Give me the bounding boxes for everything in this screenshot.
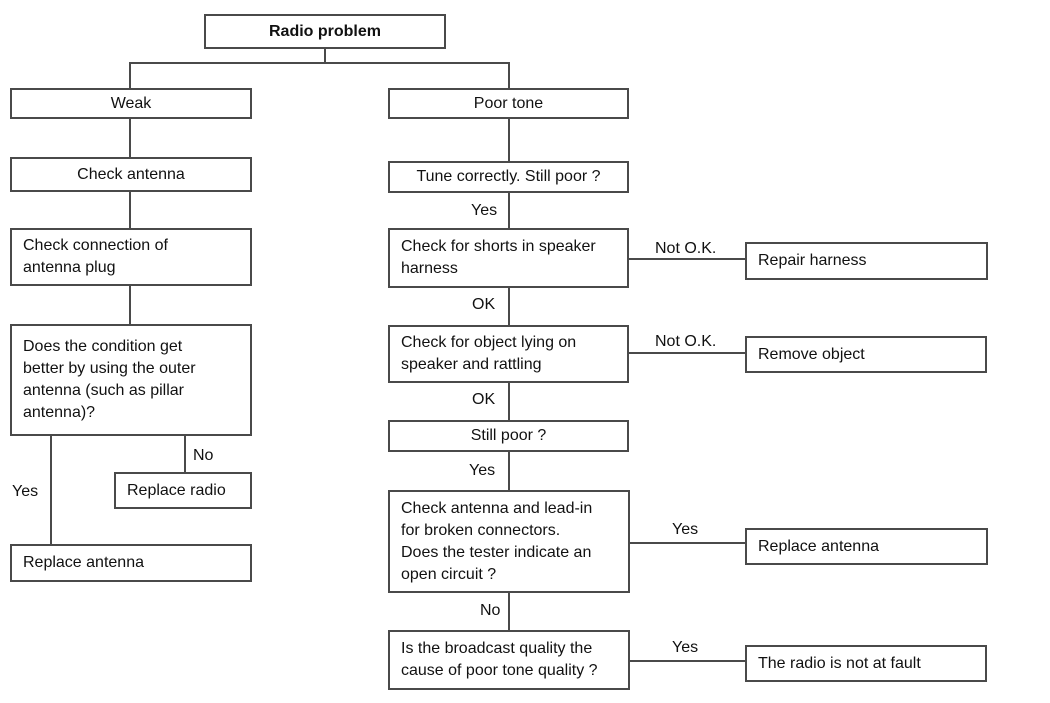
connector-check-antenna-connection [129,191,131,228]
connector-branch-poor-tone [508,62,510,88]
node-check-shorts: Check for shorts in speaker harness [388,228,629,288]
connector-leadin-yes [628,542,745,544]
node-check-leadin: Check antenna and lead-in for broken con… [388,490,630,593]
node-check-antenna: Check antenna [10,157,252,192]
connector-poortone-tune [508,118,510,161]
edge-label-notok-shorts: Not O.K. [655,240,717,257]
edge-label-yes-tune: Yes [471,202,498,219]
edge-label-yes-broadcast: Yes [672,639,699,656]
node-remove-object: Remove object [745,336,987,373]
connector-condition-yes [50,435,52,544]
node-condition-better: Does the condition get better by using t… [10,324,252,436]
connector-weak-check-antenna [129,118,131,158]
connector-broadcast-yes [628,660,745,662]
edge-label-no-condition: No [193,447,214,464]
connector-leadin-broadcast [508,592,510,630]
connector-object-stillpoor [508,382,510,420]
node-check-object: Check for object lying on speaker and ra… [388,325,629,383]
node-replace-antenna-left: Replace antenna [10,544,252,582]
edge-label-yes-stillpoor: Yes [469,462,496,479]
edge-label-notok-object: Not O.K. [655,333,717,350]
connector-object-notok [627,352,745,354]
node-weak: Weak [10,88,252,119]
edge-label-no-leadin: No [480,602,501,619]
connector-stillpoor-leadin [508,451,510,490]
node-replace-antenna-right: Replace antenna [745,528,988,565]
node-poor-tone: Poor tone [388,88,629,119]
connector-condition-no [184,435,186,472]
node-repair-harness: Repair harness [745,242,988,280]
connector-branch-weak [129,62,131,88]
node-replace-radio: Replace radio [114,472,252,509]
node-radio-not-fault: The radio is not at fault [745,645,987,682]
connector-root-branch-bar [129,62,510,64]
node-still-poor: Still poor ? [388,420,629,452]
connector-shorts-notok [627,258,745,260]
node-tune-correctly: Tune correctly. Still poor ? [388,161,629,193]
edge-label-ok-object: OK [472,391,496,408]
connector-shorts-object [508,287,510,325]
edge-label-yes-condition: Yes [12,483,39,500]
node-radio-problem: Radio problem [204,14,446,49]
edge-label-ok-shorts: OK [472,296,496,313]
connector-root-stem [324,48,326,63]
edge-label-yes-leadin: Yes [672,521,699,538]
node-check-connection: Check connection of antenna plug [10,228,252,286]
connector-tune-shorts [508,192,510,228]
connector-connection-condition [129,285,131,324]
node-broadcast-quality: Is the broadcast quality the cause of po… [388,630,630,690]
